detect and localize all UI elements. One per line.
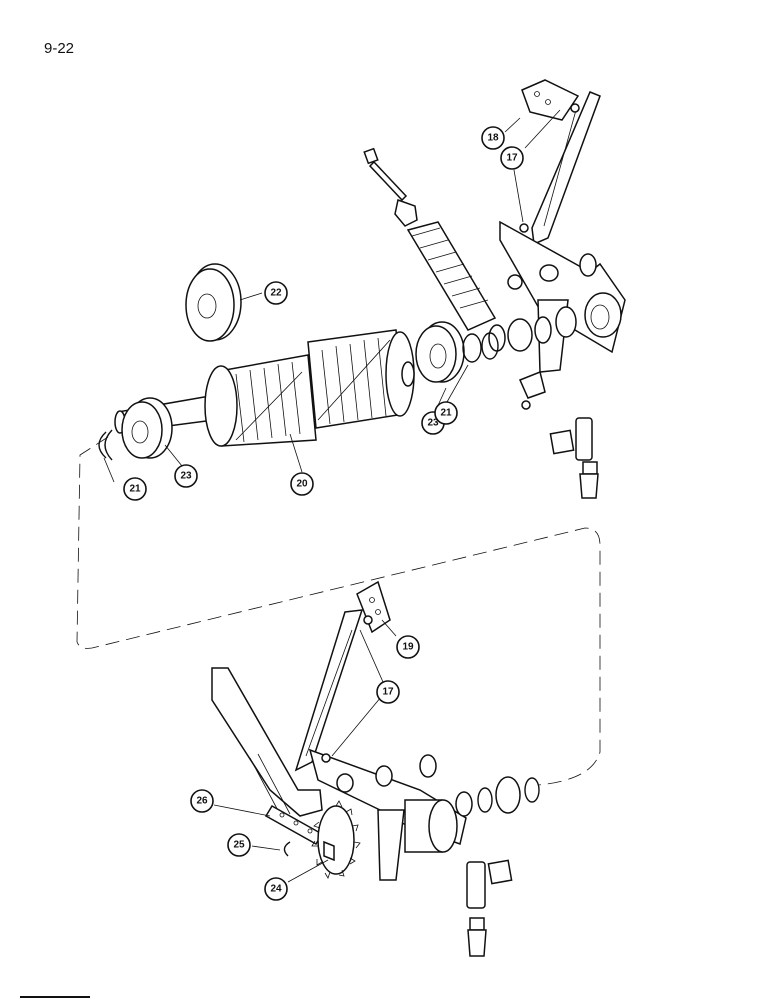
callout-17-upper: 17	[506, 153, 518, 164]
snap-ring-drawing	[283, 841, 291, 857]
callout-23-right: 23	[427, 418, 439, 429]
leader-lines	[103, 109, 561, 883]
callout-18: 18	[487, 133, 499, 144]
callout-20: 20	[296, 479, 308, 490]
lower-support-arm-drawing	[211, 580, 540, 957]
sprocket-drawing	[311, 800, 361, 879]
callout-circles	[123, 126, 524, 901]
page-number: 9-22	[44, 40, 75, 57]
callout-17-lower-circle	[376, 680, 400, 704]
left-end-plate-drawing	[98, 397, 173, 461]
callout-26-circle	[190, 789, 214, 813]
callout-24: 24	[270, 884, 282, 895]
callout-21-left-circle	[123, 477, 147, 501]
callout-22: 22	[270, 288, 282, 299]
upper-support-arm-drawing	[488, 79, 626, 499]
callout-18-circle	[481, 126, 505, 150]
callout-21-right-circle	[434, 401, 458, 425]
callout-23-left: 23	[180, 471, 192, 482]
callout-19-circle	[396, 635, 420, 659]
callout-23-left-circle	[174, 464, 198, 488]
callout-19: 19	[402, 642, 414, 653]
callout-25: 25	[233, 840, 245, 851]
tension-spring-drawing	[363, 147, 497, 331]
callout-17-lower: 17	[382, 687, 394, 698]
callout-21-right: 21	[440, 408, 452, 419]
callout-21-left: 21	[129, 484, 141, 495]
drive-chain-drawing	[249, 753, 324, 846]
callout-22-circle	[264, 281, 288, 305]
callout-20-circle	[290, 472, 314, 496]
callout-25-circle	[227, 833, 251, 857]
callout-26: 26	[196, 796, 208, 807]
end-disc-drawing	[185, 263, 242, 342]
callout-17-upper-circle	[500, 146, 524, 170]
right-end-plate-drawing	[415, 321, 499, 383]
callout-24-circle	[264, 877, 288, 901]
dashed-assembly-line	[76, 436, 601, 786]
